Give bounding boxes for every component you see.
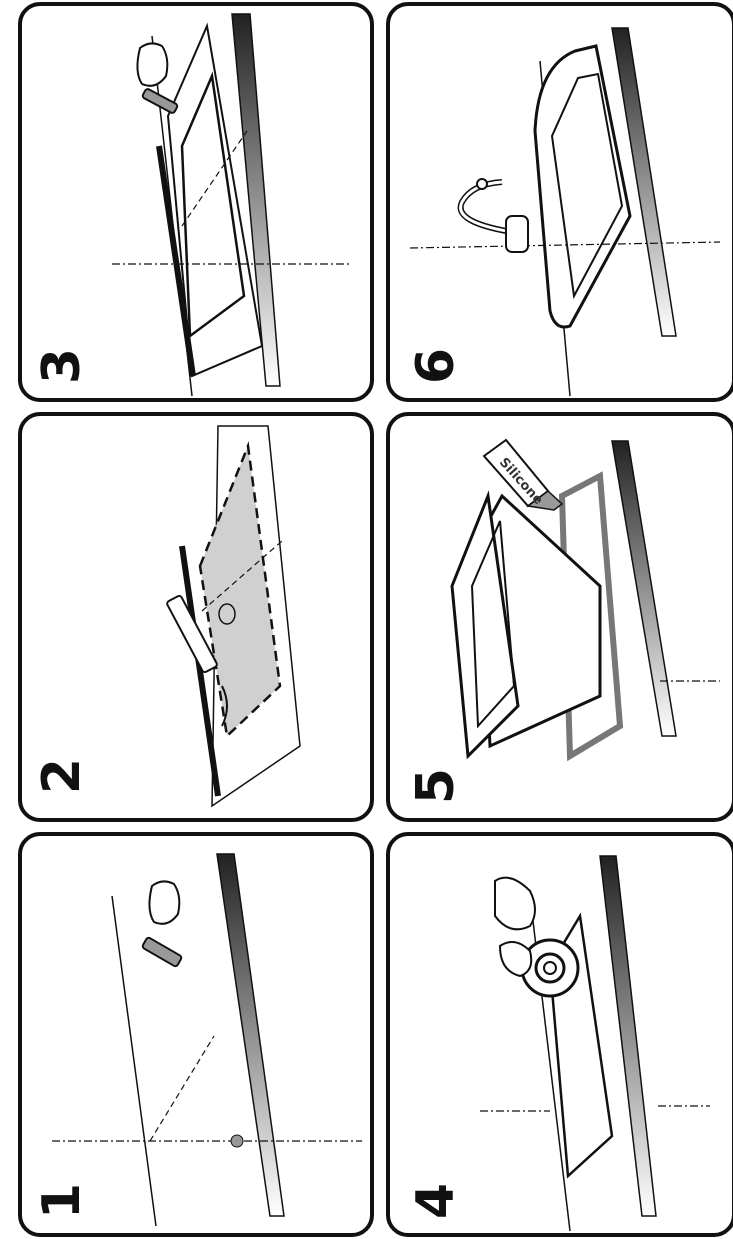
step-number-4: 4 (406, 1161, 466, 1237)
panel-step-5: Silicone 5 (386, 412, 733, 822)
countertop-edge (612, 441, 676, 736)
sink-bowl (535, 46, 630, 327)
step-number-2: 2 (32, 736, 92, 816)
countertop-edge (600, 856, 656, 1216)
step-number-1: 1 (32, 1161, 92, 1237)
traced-line (182, 76, 244, 336)
panel-step-1: 1 (18, 832, 374, 1237)
step-number-3: 3 (32, 326, 92, 402)
hand-with-marker-icon (142, 881, 183, 967)
hands-icon (495, 878, 535, 976)
step-number-5: 5 (406, 746, 466, 822)
step-number-6: 6 (406, 326, 466, 402)
panel-step-3: 3 (18, 2, 374, 402)
countertop-edge (232, 14, 280, 386)
faucet-icon (461, 179, 528, 252)
countertop-edge (217, 854, 284, 1216)
panel-step-4: 4 (386, 832, 733, 1237)
hand-with-marker-icon (137, 43, 178, 113)
paper-template (200, 446, 280, 736)
panel-step-2: 2 (18, 412, 374, 822)
panel-step-6: 6 (386, 2, 733, 402)
